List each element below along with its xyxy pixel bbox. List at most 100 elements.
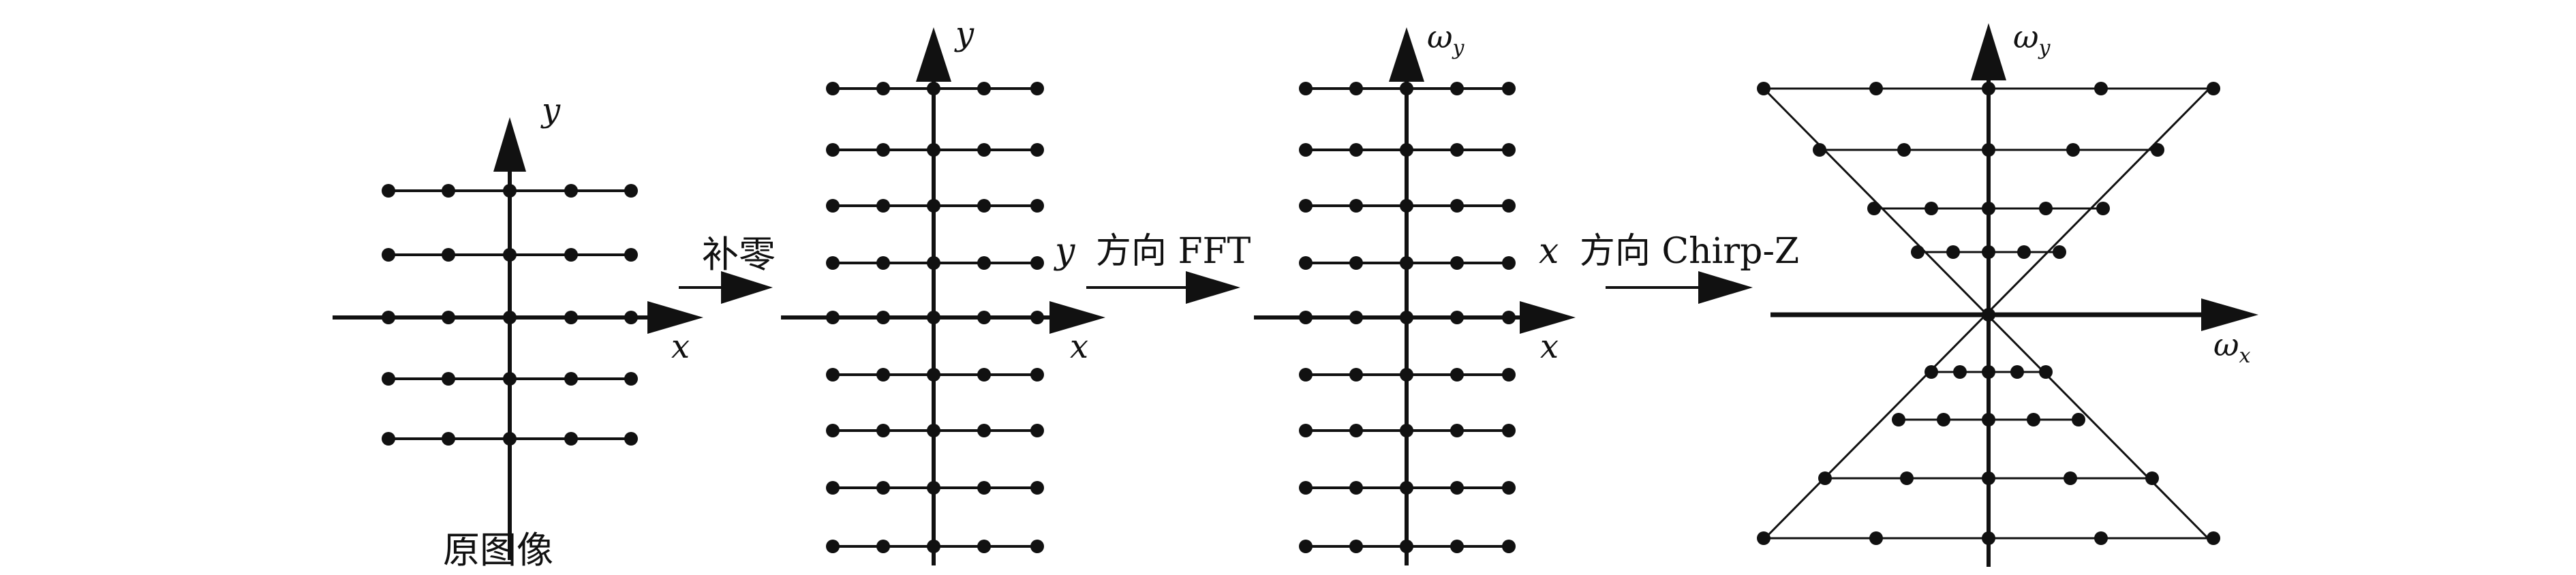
panel4-point-r4-c1 bbox=[1953, 365, 1967, 379]
panel1-point-r4-c3 bbox=[564, 432, 578, 446]
panel4-point-r6-c0 bbox=[1818, 471, 1832, 485]
step3-arrow bbox=[1606, 271, 1753, 304]
panel4-point-r2-c2 bbox=[1982, 202, 1995, 215]
panel4-point-r2-c3 bbox=[2039, 202, 2053, 215]
panel3-x-axis-arrowhead bbox=[1520, 301, 1576, 334]
panel1-point-r4-c0 bbox=[382, 432, 395, 446]
panel2-point-r2-c1 bbox=[876, 199, 890, 213]
panel3-point-r3-c2 bbox=[1400, 256, 1413, 270]
panel4-point-r2-c4 bbox=[2096, 202, 2110, 215]
panel3-point-r0-c0 bbox=[1299, 82, 1313, 95]
panel2-sample-points bbox=[826, 82, 1044, 553]
step2-label-var: y bbox=[1054, 231, 1075, 272]
panel1-point-r1-c3 bbox=[564, 248, 578, 262]
panel4-point-r3-c3 bbox=[2017, 245, 2031, 259]
panel4-point-r5-c4 bbox=[2072, 413, 2085, 426]
panel3-point-r5-c0 bbox=[1299, 368, 1313, 382]
panel2-point-r1-c0 bbox=[826, 143, 840, 157]
panel4-point-r7-c1 bbox=[1869, 531, 1883, 545]
panel2-point-r0-c1 bbox=[876, 82, 890, 95]
panel1-point-r4-c2 bbox=[503, 432, 517, 446]
step1-arrow bbox=[679, 271, 773, 304]
panel4-point-r4-c2 bbox=[1982, 365, 1995, 379]
panel1-point-r2-c2 bbox=[503, 311, 517, 324]
panel3-point-r4-c0 bbox=[1299, 311, 1313, 324]
panel2-point-r6-c4 bbox=[1030, 424, 1044, 437]
panel2-point-r4-c1 bbox=[876, 311, 890, 324]
panel2-point-r0-c3 bbox=[977, 82, 991, 95]
panel4-point-r7-c0 bbox=[1757, 531, 1770, 545]
panel1-point-r2-c0 bbox=[382, 311, 395, 324]
panel2-point-r5-c3 bbox=[977, 368, 991, 382]
panel3-point-r4-c2 bbox=[1400, 311, 1413, 324]
panel4-point-r4-c3 bbox=[2010, 365, 2024, 379]
panel3-point-r1-c4 bbox=[1502, 143, 1516, 157]
panel-zero-padded: y x bbox=[781, 15, 1105, 565]
step2-label-text: 方向 FFT bbox=[1096, 231, 1251, 272]
panel3-point-r6-c1 bbox=[1349, 424, 1363, 437]
panel3-point-r8-c2 bbox=[1400, 540, 1413, 553]
panel4-point-r6-c2 bbox=[1982, 471, 1995, 485]
panel1-point-r1-c1 bbox=[442, 248, 455, 262]
panel2-point-r0-c0 bbox=[826, 82, 840, 95]
panel3-y-label-sub: y bbox=[1452, 36, 1465, 60]
panel-polar-grid: ωy ωx bbox=[1757, 18, 2258, 567]
panel4-point-r3-c0 bbox=[1911, 245, 1925, 259]
panel2-point-r4-c2 bbox=[927, 311, 940, 324]
panel3-y-axis-arrowhead bbox=[1389, 27, 1424, 82]
panel3-point-r2-c2 bbox=[1400, 199, 1413, 213]
panel3-point-r8-c4 bbox=[1502, 540, 1516, 553]
panel4-y-label-main: ω bbox=[2013, 18, 2039, 55]
panel4-point-r0-c2 bbox=[1982, 82, 1995, 95]
step-x-chirpz: x 方向 Chirp-Z bbox=[1539, 231, 1799, 304]
panel4-point-r1-c2 bbox=[1982, 143, 1995, 157]
panel4-point-r2-c0 bbox=[1867, 202, 1881, 215]
panel3-point-r5-c1 bbox=[1349, 368, 1363, 382]
panel1-point-r0-c1 bbox=[442, 184, 455, 198]
panel2-point-r8-c1 bbox=[876, 540, 890, 553]
panel3-point-r5-c3 bbox=[1450, 368, 1464, 382]
panel4-point-r0-c1 bbox=[1869, 82, 1883, 95]
panel2-point-r6-c0 bbox=[826, 424, 840, 437]
panel-original-image: y x 原图像 bbox=[333, 91, 703, 572]
panel4-point-r3-c4 bbox=[2053, 245, 2066, 259]
panel4-point-r7-c2 bbox=[1982, 531, 1995, 545]
panel2-point-r3-c0 bbox=[826, 256, 840, 270]
panel1-point-r2-c3 bbox=[564, 311, 578, 324]
panel-after-fft: ωy x bbox=[1254, 18, 1576, 565]
panel3-point-r8-c0 bbox=[1299, 540, 1313, 553]
panel4-sample-points bbox=[1757, 82, 2220, 545]
panel3-point-r0-c2 bbox=[1400, 82, 1413, 95]
panel2-point-r7-c4 bbox=[1030, 481, 1044, 495]
panel4-point-r7-c3 bbox=[2094, 531, 2108, 545]
panel3-point-r2-c4 bbox=[1502, 199, 1516, 213]
panel1-point-r0-c3 bbox=[564, 184, 578, 198]
panel3-point-r5-c4 bbox=[1502, 368, 1516, 382]
panel2-point-r8-c0 bbox=[826, 540, 840, 553]
panel3-point-r0-c1 bbox=[1349, 82, 1363, 95]
panel4-x-label-sub: x bbox=[2239, 344, 2251, 368]
panel1-point-r3-c4 bbox=[624, 372, 638, 386]
panel2-x-axis-arrowhead bbox=[1049, 301, 1105, 334]
panel4-point-r6-c1 bbox=[1900, 471, 1914, 485]
panel2-point-r0-c2 bbox=[927, 82, 940, 95]
panel3-point-r1-c3 bbox=[1450, 143, 1464, 157]
step-zero-padding: 补零 bbox=[679, 233, 776, 304]
panel4-point-r0-c4 bbox=[2207, 82, 2220, 95]
panel3-point-r1-c2 bbox=[1400, 143, 1413, 157]
step3-label-group: x 方向 Chirp-Z bbox=[1539, 231, 1799, 272]
step3-label-var: x bbox=[1539, 231, 1559, 272]
panel1-point-r1-c0 bbox=[382, 248, 395, 262]
panel1-point-r3-c3 bbox=[564, 372, 578, 386]
panel1-point-r3-c0 bbox=[382, 372, 395, 386]
panel3-point-r2-c0 bbox=[1299, 199, 1313, 213]
panel2-point-r7-c3 bbox=[977, 481, 991, 495]
panel4-y-label-sub: y bbox=[2038, 36, 2051, 60]
panel1-caption: 原图像 bbox=[443, 529, 553, 572]
panel2-point-r8-c3 bbox=[977, 540, 991, 553]
panel1-point-r1-c4 bbox=[624, 248, 638, 262]
panel4-x-label-main: ω bbox=[2213, 326, 2239, 363]
panel4-point-r1-c1 bbox=[1897, 143, 1911, 157]
panel2-point-r2-c2 bbox=[927, 199, 940, 213]
